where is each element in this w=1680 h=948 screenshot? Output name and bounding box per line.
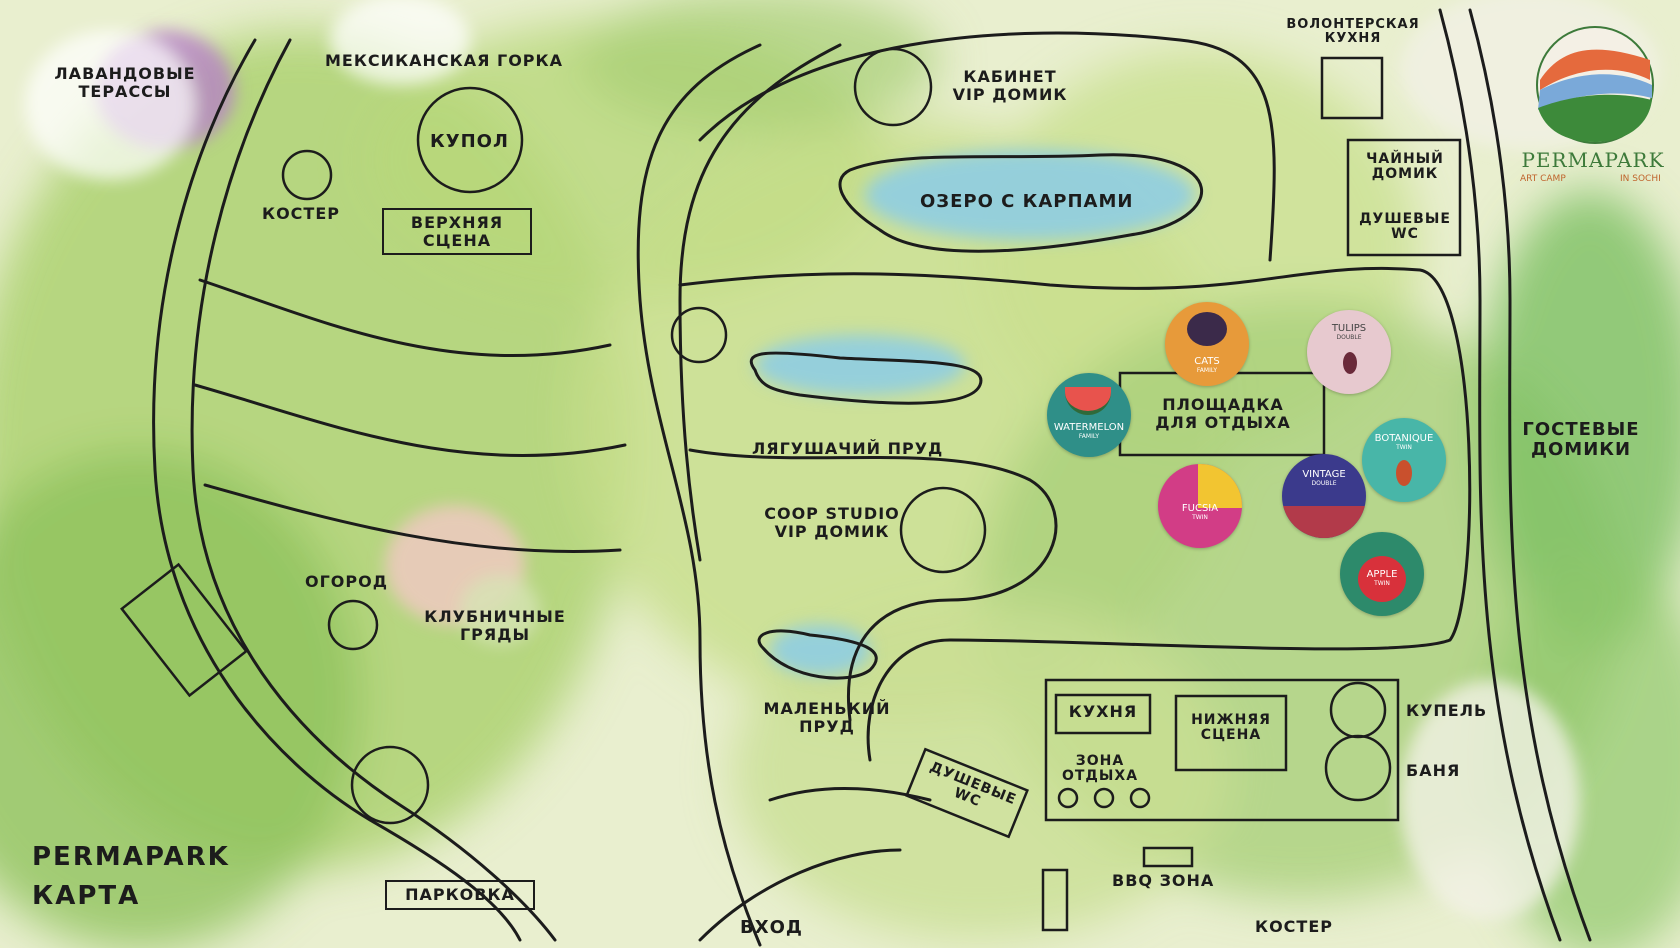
- house-sub-botanique: TWIN: [1396, 443, 1412, 451]
- plant-icon: [1396, 460, 1412, 486]
- house-sub-apple: TWIN: [1374, 579, 1390, 587]
- house-name-fucsia: FUCSIA: [1181, 503, 1219, 514]
- label-parking: ПАРКОВКА: [385, 880, 535, 910]
- label-rest-area: ПЛОЩАДКА ДЛЯ ОТДЫХА: [1155, 395, 1291, 432]
- house-name-botanique: BOTANIQUE: [1374, 433, 1434, 444]
- apple-icon: [1358, 556, 1406, 602]
- label-showers-top: ДУШЕВЫЕ WC: [1359, 211, 1451, 243]
- house-name-tulips: TULIPS: [1331, 323, 1367, 334]
- watermelon-icon: [1065, 387, 1111, 415]
- house-name-watermelon: WATERMELON: [1053, 422, 1125, 433]
- house-sub-watermelon: FAMILY: [1078, 432, 1100, 440]
- dome-circle: [416, 86, 524, 194]
- label-bbq: BBQ ЗОНА: [1112, 871, 1215, 890]
- logo-sub-right: IN SOCHI: [1620, 174, 1661, 184]
- house-sub-tulips: DOUBLE: [1336, 333, 1362, 341]
- label-small-pond: МАЛЕНЬКИЙ ПРУД: [763, 699, 891, 736]
- label-font: КУПЕЛЬ: [1406, 701, 1488, 720]
- label-carp-lake: ОЗЕРО С КАРПАМИ: [920, 191, 1134, 212]
- logo-sub-left: ART CAMP: [1520, 174, 1566, 184]
- fuchsia-icon: [1198, 464, 1242, 508]
- logo-name: PERMAPARK: [1521, 148, 1665, 172]
- permapark-logo: [1536, 26, 1654, 144]
- label-upper-stage: ВЕРХНЯЯ СЦЕНА: [382, 208, 532, 256]
- tulip-icon: [1343, 352, 1357, 374]
- label-relax-zone: ЗОНА ОТДЫХА: [1061, 753, 1139, 785]
- map-title: PERMAPARK КАРТА: [32, 838, 230, 916]
- label-tea-house: ЧАЙНЫЙ ДОМИК: [1366, 151, 1444, 183]
- house-sub-fucsia: TWIN: [1192, 513, 1208, 521]
- house-sub-vintage: DOUBLE: [1311, 479, 1337, 487]
- label-coop-studio: COOP STUDIO VIP ДОМИК: [764, 504, 900, 541]
- label-lower-stage: НИЖНЯЯ СЦЕНА: [1191, 712, 1271, 744]
- house-name-apple: APPLE: [1366, 569, 1398, 580]
- label-kitchen: КУХНЯ: [1068, 702, 1138, 721]
- pattern-icon: [1282, 506, 1366, 538]
- house-sub-cats: FAMILY: [1196, 366, 1218, 374]
- cats-icon: [1187, 312, 1227, 346]
- house-name-cats: CATS: [1194, 356, 1220, 367]
- label-bonfire-top: КОСТЕР: [262, 204, 340, 223]
- label-dome: КУПОЛ: [430, 131, 509, 152]
- label-entrance: ВХОД: [740, 917, 803, 938]
- label-guest-houses: ГОСТЕВЫЕ ДОМИКИ: [1522, 419, 1640, 460]
- label-frog-pond: ЛЯГУШАЧИЙ ПРУД: [752, 439, 944, 458]
- map-title-line2: КАРТА: [32, 881, 141, 911]
- label-strawberry: КЛУБНИЧНЫЕ ГРЯДЫ: [424, 607, 566, 644]
- label-bonfire-bottom: КОСТЕР: [1255, 917, 1333, 936]
- house-name-vintage: VINTAGE: [1302, 469, 1346, 480]
- label-lavender: ЛАВАНДОВЫЕ ТЕРАССЫ: [54, 64, 196, 101]
- label-garden: ОГОРОД: [305, 572, 388, 591]
- label-cabinet-vip: КАБИНЕТ VIP ДОМИК: [952, 67, 1068, 104]
- map-title-line1: PERMAPARK: [32, 842, 230, 872]
- label-sauna: БАНЯ: [1406, 761, 1461, 780]
- label-volunteer-kitchen: ВОЛОНТЕРСКАЯ КУХНЯ: [1286, 17, 1420, 47]
- label-mexican-hill: МЕКСИКАНСКАЯ ГОРКА: [325, 51, 563, 70]
